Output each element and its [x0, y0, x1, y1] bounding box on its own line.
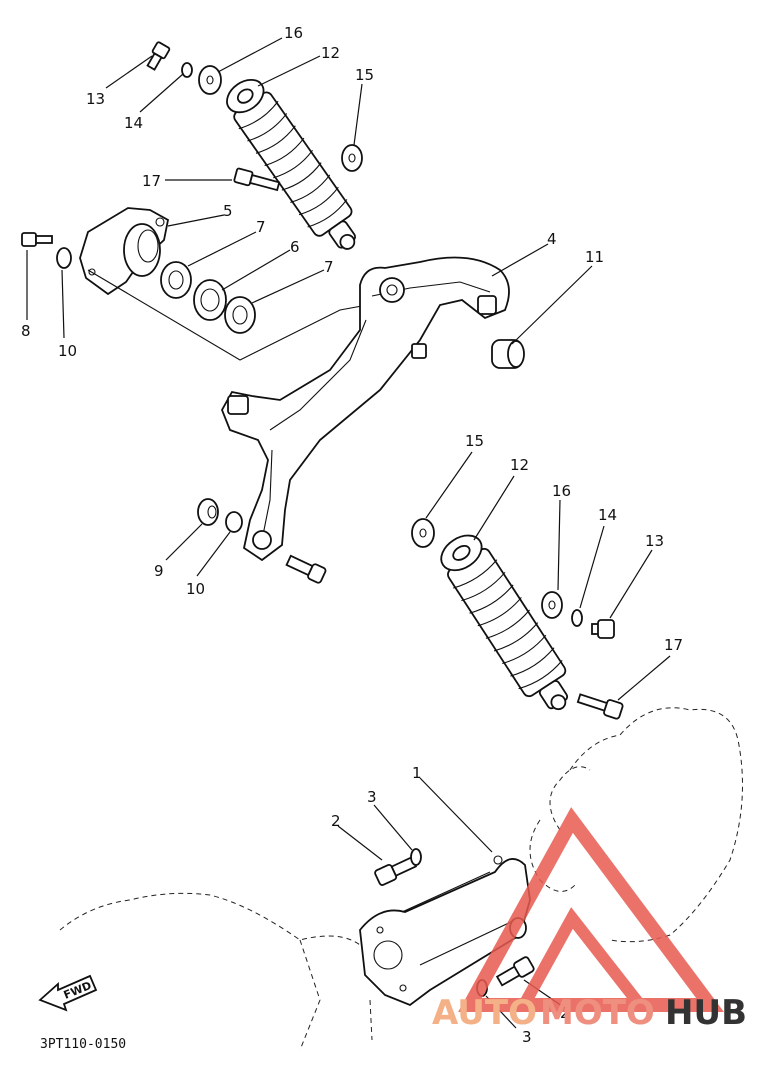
callout-labels: 16 12 15 13 14 17 5 7 6 7 4 11 8 10 9 10…: [21, 24, 683, 1046]
bushing-11: [491, 339, 525, 369]
callout-14-upper: 14: [124, 114, 143, 132]
bushing-9: [197, 498, 219, 526]
bearing-7-lower: [224, 296, 256, 334]
callout-13-upper: 13: [86, 90, 105, 108]
bottom-bolt-2-left: [374, 856, 418, 886]
lower-bolt-13: [591, 619, 615, 639]
bottom-bolt-2-right: [495, 956, 535, 987]
leader-lines: [26, 37, 671, 1029]
watermark-auto: AUTO: [432, 993, 537, 1033]
callout-7-lower: 7: [324, 258, 334, 276]
bottom-washer-3-left: [410, 848, 422, 866]
callout-3-upper: 3: [367, 788, 377, 806]
bearing-7-upper: [160, 261, 192, 299]
callout-10-lower: 10: [186, 580, 205, 598]
upper-washer-14: [181, 62, 193, 78]
callout-8: 8: [21, 322, 31, 340]
upper-washer-16: [198, 65, 222, 95]
callout-13-lower: 13: [645, 532, 664, 550]
mounting-plate-5: [79, 207, 170, 296]
upper-bolt-17: [233, 167, 281, 192]
bearing-6: [193, 279, 227, 321]
upper-bolt-13: [146, 41, 171, 71]
washer-10-lower: [225, 511, 243, 533]
callout-16-lower: 16: [552, 482, 571, 500]
lower-washer-14: [571, 609, 583, 627]
automotohub-logo-icon: [458, 807, 724, 1012]
callout-4: 4: [547, 230, 557, 248]
lower-washer-15: [411, 518, 435, 548]
swing-arm-bracket-4: [221, 256, 510, 562]
callout-5: 5: [223, 202, 233, 220]
callout-9: 9: [154, 562, 164, 580]
lower-shock-absorber: [440, 534, 569, 711]
callout-2-upper: 2: [331, 812, 341, 830]
bolt-8: [21, 232, 53, 247]
diagram-code: 3PT110-0150: [40, 1037, 126, 1052]
upper-shock-absorber: [226, 78, 357, 250]
bracket-bolt: [285, 554, 327, 584]
callout-17-upper: 17: [142, 172, 161, 190]
callout-15-lower: 15: [465, 432, 484, 450]
watermark-moto: MOTO: [540, 993, 655, 1033]
callout-12-upper: 12: [321, 44, 340, 62]
callout-16-upper: 16: [284, 24, 303, 42]
watermark-hub: HUB: [665, 993, 747, 1033]
lower-washer-16: [541, 591, 563, 619]
callout-6: 6: [290, 238, 300, 256]
callout-14-lower: 14: [598, 506, 617, 524]
fwd-direction-arrow: FWD: [38, 974, 98, 1012]
callout-10-upper: 10: [58, 342, 77, 360]
callout-1: 1: [412, 764, 422, 782]
upper-washer-15: [341, 144, 363, 172]
callout-15-upper: 15: [355, 66, 374, 84]
callout-7-upper: 7: [256, 218, 266, 236]
callout-11: 11: [585, 248, 604, 266]
callout-2-lower: 2: [560, 1004, 570, 1022]
lower-bolt-17: [576, 693, 624, 720]
washer-10-upper: [56, 247, 72, 269]
callout-17-lower: 17: [664, 636, 683, 654]
callout-12-lower: 12: [510, 456, 529, 474]
callout-3-lower: 3: [522, 1028, 532, 1046]
